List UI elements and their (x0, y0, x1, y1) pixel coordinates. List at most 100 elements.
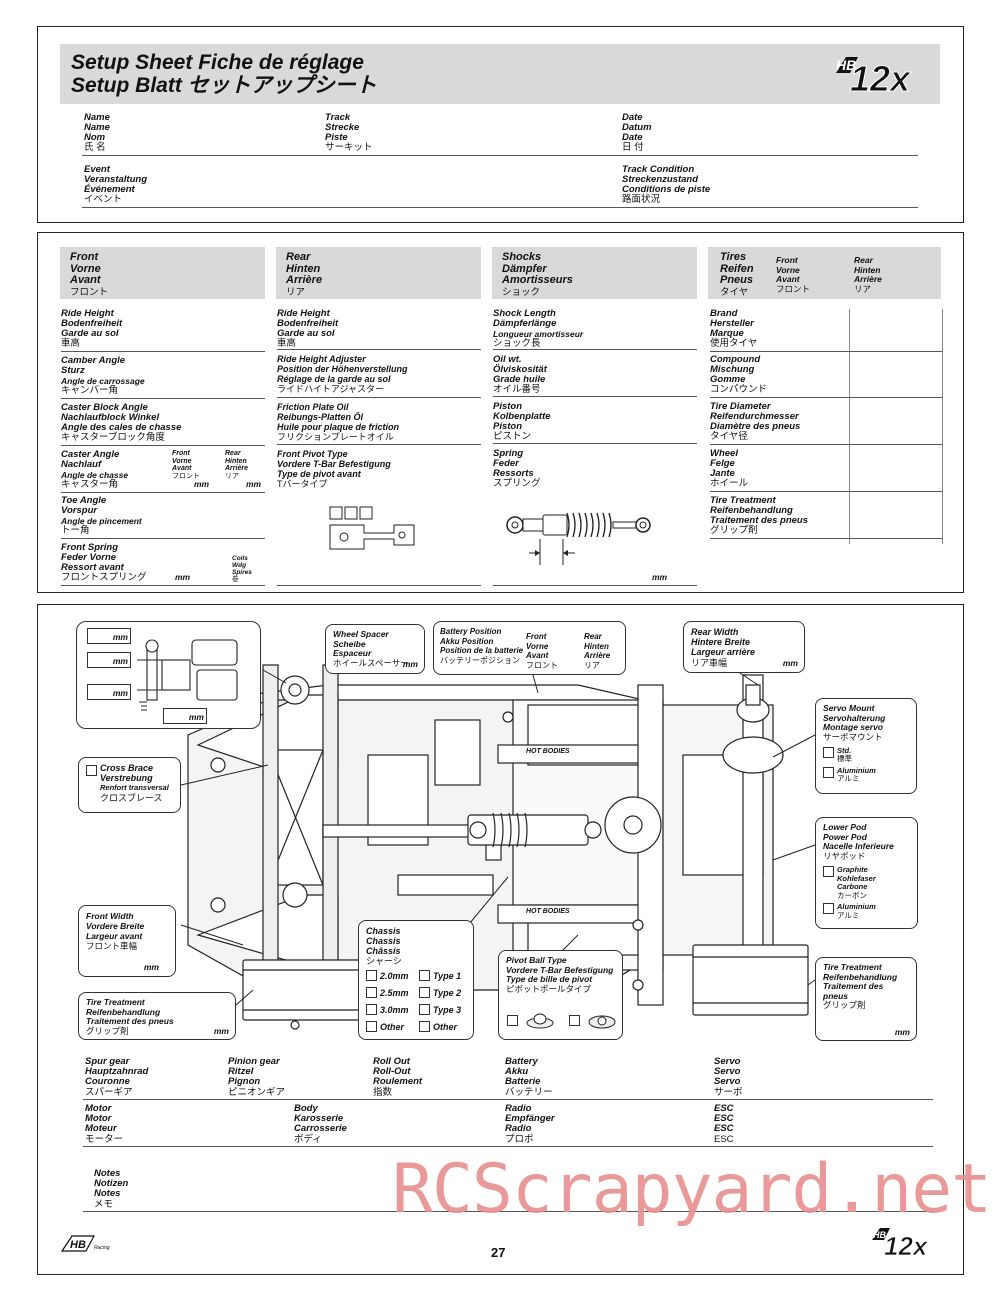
type-opt-4-checkbox[interactable] (419, 1021, 430, 1032)
chassis-opt-3-checkbox[interactable] (366, 1004, 377, 1015)
s-oil-en: Oil wt. (493, 354, 522, 365)
tires-rear-jp: リア (854, 283, 872, 294)
servo-alu-option[interactable]: Aluminium アルミ (823, 767, 909, 783)
r-fp-fr: Huile pour plaque de friction (277, 422, 400, 432)
front-header-fr: Avant (70, 274, 101, 286)
ch-jp: シャーシ (366, 956, 402, 966)
ch-en: Chassis (366, 926, 401, 936)
r-rh-en: Ride Height (277, 308, 330, 319)
pod-alu-option[interactable]: Aluminium アルミ (823, 902, 910, 920)
radio-en: Radio (505, 1103, 532, 1114)
susp-box-3[interactable]: mm (87, 684, 131, 700)
type-opt-4[interactable]: Other (419, 1018, 461, 1035)
chassis-opt-2[interactable]: 2.5mm (366, 984, 409, 1001)
event-de: Veranstaltung (84, 174, 147, 185)
pod-alu-checkbox[interactable] (823, 903, 834, 914)
susp-box-1-mm: mm (112, 632, 128, 642)
radio-fr: Radio (505, 1123, 532, 1135)
rear-line-1 (277, 349, 481, 350)
susp-box-2[interactable]: mm (87, 652, 131, 668)
track-condition-en: Track Condition (622, 164, 695, 175)
shocks-header-en: Shocks (502, 251, 542, 263)
shock-line-4 (493, 585, 697, 586)
t-co-jp: コンパウンド (710, 384, 768, 395)
bpr-jp: リア (584, 660, 600, 670)
r-rha-jp: ライドハイトアジャスター (277, 384, 385, 394)
coils-label: Coils Wdg Spires 巻 (232, 555, 252, 583)
title-line-2: Setup Blatt セットアップシート (71, 74, 377, 97)
pb-en: Pivot Ball Type (506, 955, 567, 965)
chassis-opt-4-checkbox[interactable] (366, 1021, 377, 1032)
pod-graphite-checkbox[interactable] (823, 866, 834, 877)
s-spr-de: Feder (493, 458, 519, 469)
servo-alu-checkbox[interactable] (823, 767, 834, 778)
esc-en: ESC (714, 1103, 734, 1114)
rear-front-pivot: Front Pivot Type Vordere T-Bar Befestigu… (277, 449, 391, 489)
page-title: Setup Sheet Fiche de réglage Setup Blatt… (71, 51, 377, 97)
shocks-header: Shocks Dämpfer Amortisseurs ショック (492, 247, 697, 299)
type-opt-1-label: Type 1 (433, 970, 462, 981)
notes-de: Notizen (94, 1178, 129, 1190)
tires-front-en: Front (776, 255, 798, 265)
tires-header-de: Reifen (720, 262, 754, 275)
pivot-ball-b-checkbox[interactable] (569, 1014, 580, 1026)
type-opt-1[interactable]: Type 1 (419, 967, 461, 984)
f-cam-en: Camber Angle (61, 355, 126, 366)
servo-std-option[interactable]: Std. 標準 (823, 747, 909, 763)
cr-de: Hinten (225, 457, 247, 465)
sm-en: Servo Mount (823, 703, 875, 713)
chassis-opt-2-checkbox[interactable] (366, 987, 377, 998)
type-opt-2-checkbox[interactable] (419, 987, 430, 998)
ttr-fr: Traitement des pneus (823, 981, 884, 1001)
type-opt-3-checkbox[interactable] (419, 1004, 430, 1015)
chassis-opt-4[interactable]: Other (366, 1018, 409, 1035)
chassis-callout: Chassis Chassis Châssis シャーシ 2.0mm 2.5mm… (358, 920, 474, 1040)
tires-rear-fr: Arrière (854, 274, 882, 284)
front-toe: Toe Angle Vorspur Angle de pincement トー角 (61, 496, 142, 536)
type-opt-3[interactable]: Type 3 (419, 1001, 461, 1018)
notes-label: Notes Notizen Notes メモ (94, 1168, 129, 1210)
front-header-en: Front (70, 251, 99, 263)
shock-line-1 (493, 349, 697, 350)
chassis-opt-1-checkbox[interactable] (366, 970, 377, 981)
servo-en: Servo (714, 1056, 741, 1067)
std-jp: 標準 (837, 754, 852, 763)
name-en: Name (84, 112, 110, 123)
body-en: Body (294, 1103, 318, 1114)
fw-de: Vordere Breite (86, 921, 145, 931)
cf-fr: Avant (172, 465, 192, 472)
pb-fr: Type de bille de pivot (506, 974, 593, 984)
ttr-en: Tire Treatment (823, 962, 882, 972)
t-tt-en: Tire Treatment (710, 495, 776, 506)
body-fr: Carrosserie (294, 1123, 347, 1135)
rollout-en: Roll Out (373, 1056, 410, 1067)
susp-box-1[interactable]: mm (87, 628, 131, 644)
sm-jp: サーボマウント (823, 731, 883, 742)
pinion-en: Pinion gear (228, 1056, 280, 1067)
tires-front-jp: フロント (776, 283, 811, 294)
chassis-opt-3[interactable]: 3.0mm (366, 1001, 409, 1018)
battery-de: Akku (505, 1066, 529, 1078)
type-opt-1-checkbox[interactable] (419, 970, 430, 981)
susp-box-4[interactable]: mm (163, 708, 207, 724)
battery-fr: Batterie (505, 1076, 541, 1088)
cross-brace-callout: Cross Brace Verstrebung Renfort transver… (78, 757, 181, 813)
tires-header: Tires Reifen Pneus タイヤ Front Vorne Avant… (708, 247, 941, 299)
sm-fr: Montage servo (823, 722, 883, 732)
pod-graphite-option[interactable]: Graphite Kohlefaser Carbone カーボン (823, 865, 910, 900)
pinion-gear-label: Pinion gear Ritzel Pignon ピニオンギア (228, 1056, 285, 1098)
chassis-opt-1[interactable]: 2.0mm (366, 967, 409, 984)
cross-brace-checkbox[interactable] (86, 765, 97, 776)
ttl-de: Reifenbehandlung (86, 1006, 161, 1017)
pivot-ball-a-checkbox[interactable] (507, 1014, 518, 1026)
r-fp-en: Friction Plate Oil (277, 402, 349, 412)
type-opt-2[interactable]: Type 2 (419, 984, 461, 1001)
rear-header-de: Hinten (286, 262, 321, 275)
rollout-jp: 指数 (373, 1086, 393, 1098)
ws-jp: ホイールスペーサー (333, 657, 409, 668)
ws-de: Scheibe (333, 638, 366, 649)
s-oil-de: Ölviskosität (493, 364, 547, 375)
susp-box-2-mm: mm (112, 656, 128, 666)
tire-treatment-right-callout: Tire Treatment Reifenbehandlung Traiteme… (815, 957, 917, 1041)
servo-std-checkbox[interactable] (823, 747, 834, 758)
